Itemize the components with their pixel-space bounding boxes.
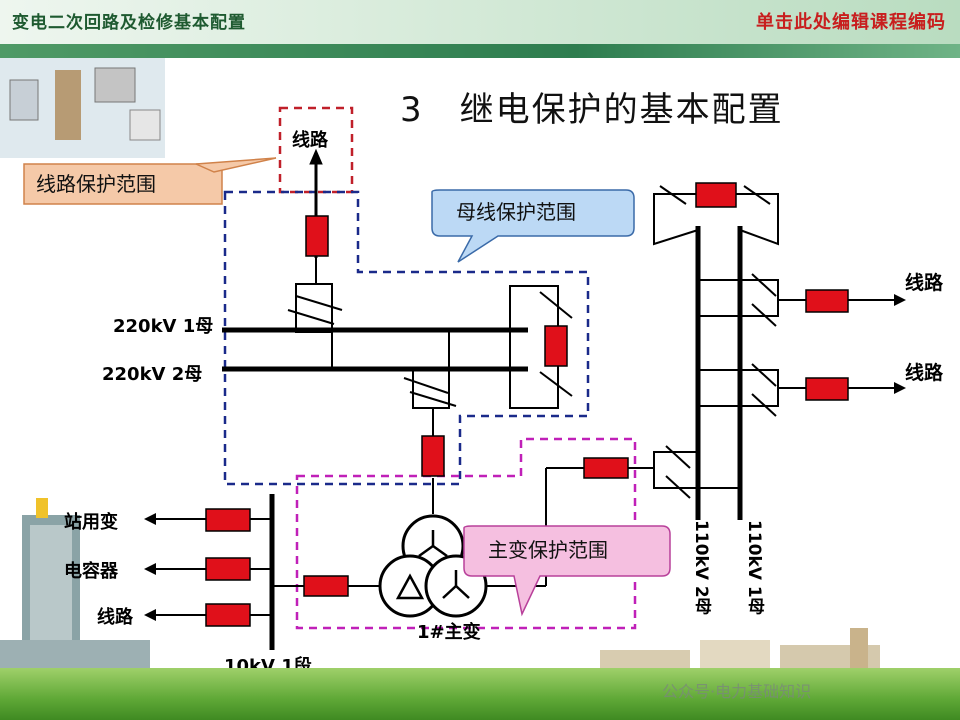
relay-transformer-hv [421,435,445,477]
label-bus-220kv-2: 220kV 2母 [102,364,203,385]
callout-transformer-protection-shape [463,525,671,617]
label-main-transformer: 1#主变 [417,622,481,643]
isolator-bay-transformer [412,369,450,409]
header-bar [0,0,960,44]
label-bus-110kv-1: 110kV 1母 [744,520,764,615]
arrow-line-10kv [144,609,156,621]
line-bay-1 [697,279,779,317]
course-title: 变电二次回路及检修基本配置 [12,13,246,33]
label-line-right-2: 线路 [905,362,944,384]
top-left-photo [0,58,165,158]
watermark: 公众号·电力基础知识 [662,682,812,701]
relay-bus-coupler [544,325,568,367]
relay-capacitor [205,557,251,581]
footer-grass [0,668,960,720]
relay-110kv-coupler [695,182,737,208]
label-bus-220kv-1: 220kV 1母 [113,316,214,337]
label-line-right-1: 线路 [905,272,944,294]
callout-bus-protection: 母线保护范围 [456,200,576,224]
slide-title: 3 继电保护的基本配置 [400,90,784,130]
relay-transformer-lv [303,575,349,597]
callout-transformer-protection: 主变保护范围 [488,538,608,562]
header-stripe [0,44,960,58]
label-line-10kv: 线路 [97,607,133,628]
label-station-transformer: 站用变 [64,512,118,533]
label-bus-110kv-2: 110kV 2母 [691,520,711,615]
arrow-capacitor [144,563,156,575]
transformer-bay-110kv [653,451,699,489]
transformer-protection-zone [295,437,637,630]
bottom-left-building [0,498,150,680]
callout-line-protection: 线路保护范围 [36,172,156,196]
callout-bus-protection-shape [431,189,635,263]
bus-protection-zone [223,190,590,486]
relay-line-top [305,215,329,257]
relay-line-right-2 [805,377,849,401]
arrow-line-right-1 [894,294,906,306]
arrow-line-right-2 [894,382,906,394]
label-capacitor: 电容器 [64,561,118,582]
arrow-station-transformer [144,513,156,525]
relay-transformer-mv [583,457,629,479]
isolator-bay-1 [295,283,333,333]
relay-station-transformer [205,508,251,532]
relay-line-right-1 [805,289,849,313]
label-line-top: 线路 [292,130,328,151]
callout-line-protection-shape [23,163,223,205]
relay-line-10kv [205,603,251,627]
line-arrow-up [309,148,323,165]
course-code-placeholder[interactable]: 单击此处编辑课程编码 [756,12,946,33]
